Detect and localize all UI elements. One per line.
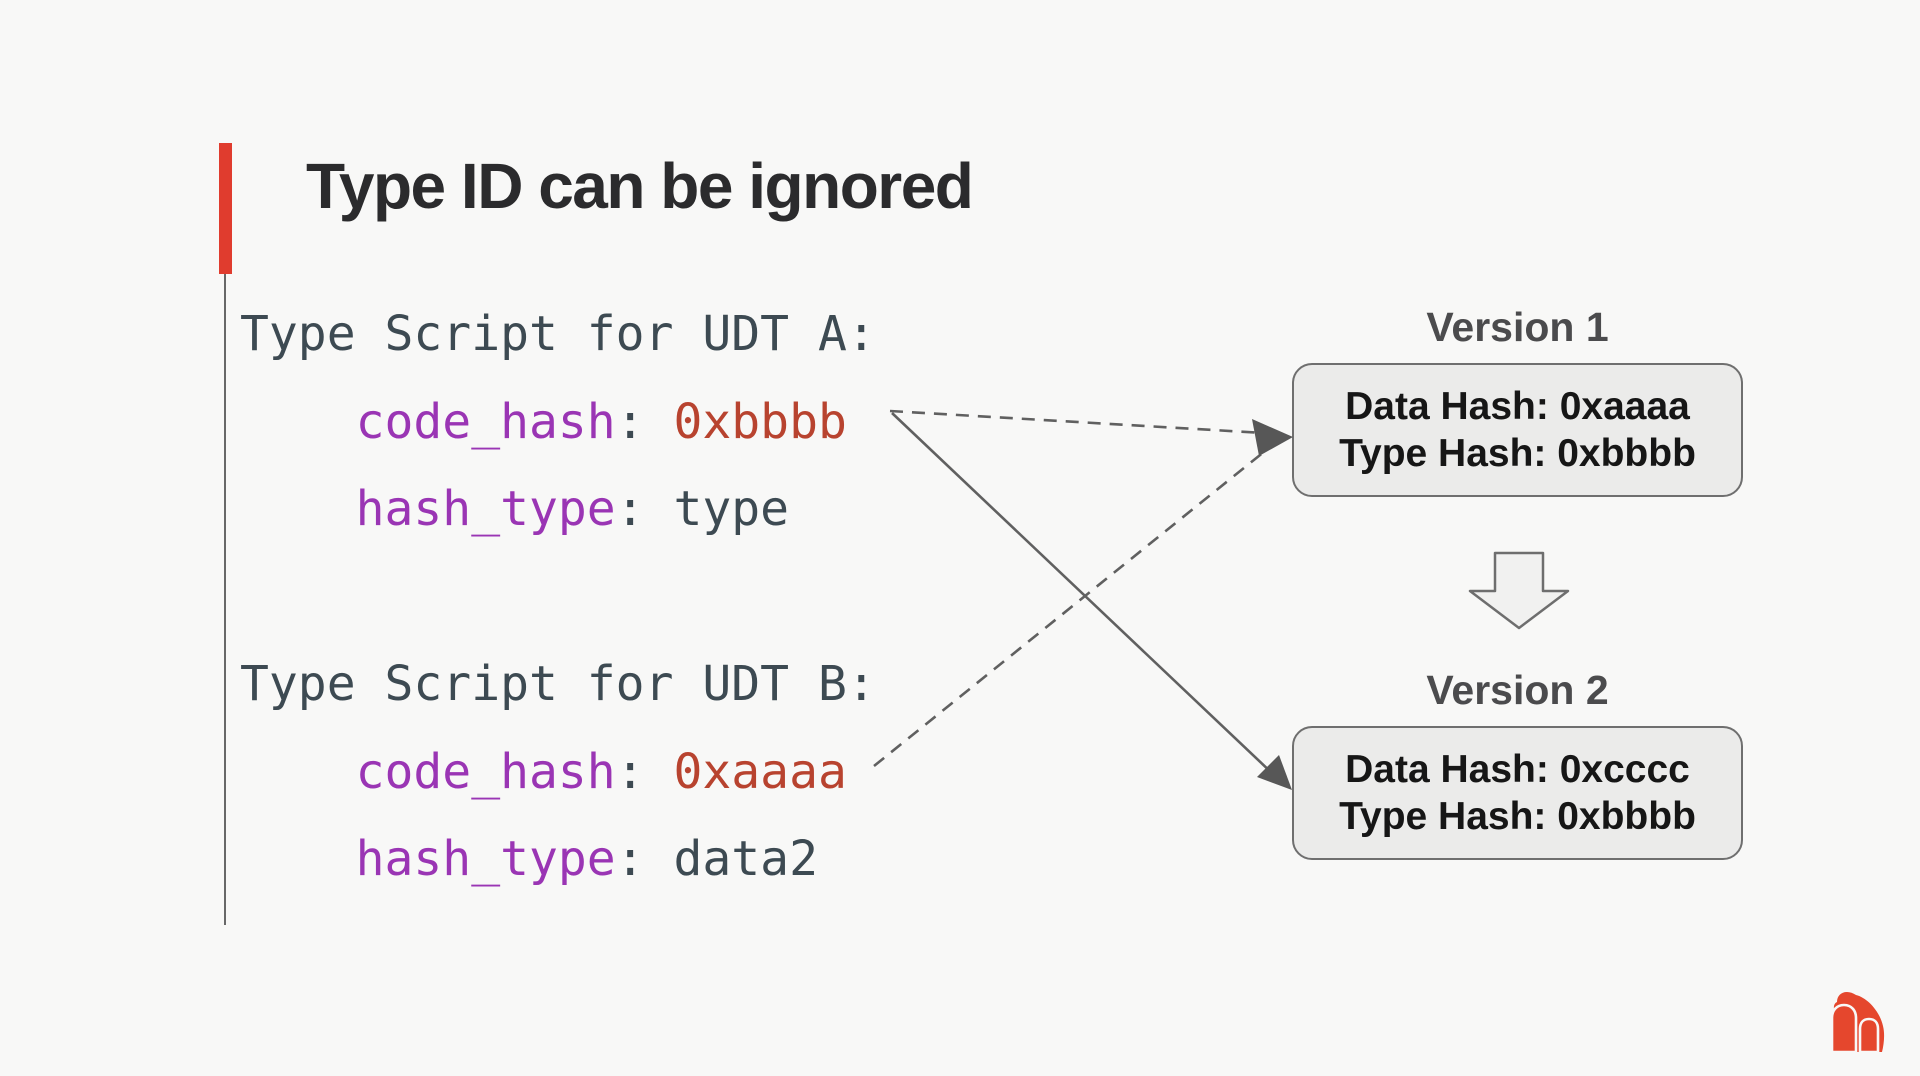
arrowhead-v1 [1252,419,1293,456]
code-key: hash_type [355,831,616,887]
arrowhead-v2 [1257,755,1292,790]
title-accent-bar [219,143,232,274]
code-value: type [673,481,790,537]
code-line-code-hash: code_hash: 0xaaaa [240,729,876,817]
code-value: 0xbbbb [673,393,847,450]
version-1-box: Data Hash: 0xaaaa Type Hash: 0xbbbb [1292,363,1743,497]
code-block-udt-a: Type Script for UDT A: code_hash: 0xbbbb… [240,291,876,554]
down-arrow-icon [1468,551,1570,630]
code-separator: : [615,831,674,887]
code-separator: : [615,393,674,450]
type-hash-line: Type Hash: 0xbbbb [1339,795,1696,838]
code-text: Type Script for UDT A: [240,306,876,362]
code-value: data2 [673,831,818,887]
code-line-hash-type: hash_type: type [240,466,876,554]
data-hash-line: Data Hash: 0xcccc [1345,748,1690,791]
code-line-code-hash: code_hash: 0xbbbb [240,379,876,467]
code-line-title: Type Script for UDT B: [240,641,876,729]
vertical-rule [224,274,226,925]
code-text: Type Script for UDT B: [240,656,876,712]
type-hash-line: Type Hash: 0xbbbb [1339,432,1696,475]
solid-arrow-udt-a-to-v2 [891,412,1275,776]
data-hash-line: Data Hash: 0xaaaa [1345,385,1690,428]
code-line-hash-type: hash_type: data2 [240,816,876,904]
code-block-udt-b: Type Script for UDT B: code_hash: 0xaaaa… [240,641,876,904]
code-line-title: Type Script for UDT A: [240,291,876,379]
gorilla-logo [1830,992,1885,1054]
code-key: code_hash [355,743,616,800]
gorilla-front-limb [1830,1003,1858,1054]
dashed-arrow-udt-a-to-v1 [889,409,1265,435]
slide-title: Type ID can be ignored [306,150,974,222]
code-separator: : [615,481,674,537]
version-1-label: Version 1 [1426,304,1609,350]
code-key: code_hash [355,393,616,450]
code-value: 0xaaaa [673,743,847,800]
dashed-arrow-udt-b-to-v1 [873,449,1266,768]
code-separator: : [615,743,674,800]
gorilla-rear-limb [1858,1017,1880,1054]
code-key: hash_type [355,481,616,537]
version-2-label: Version 2 [1426,667,1609,713]
version-2-box: Data Hash: 0xcccc Type Hash: 0xbbbb [1292,726,1743,860]
